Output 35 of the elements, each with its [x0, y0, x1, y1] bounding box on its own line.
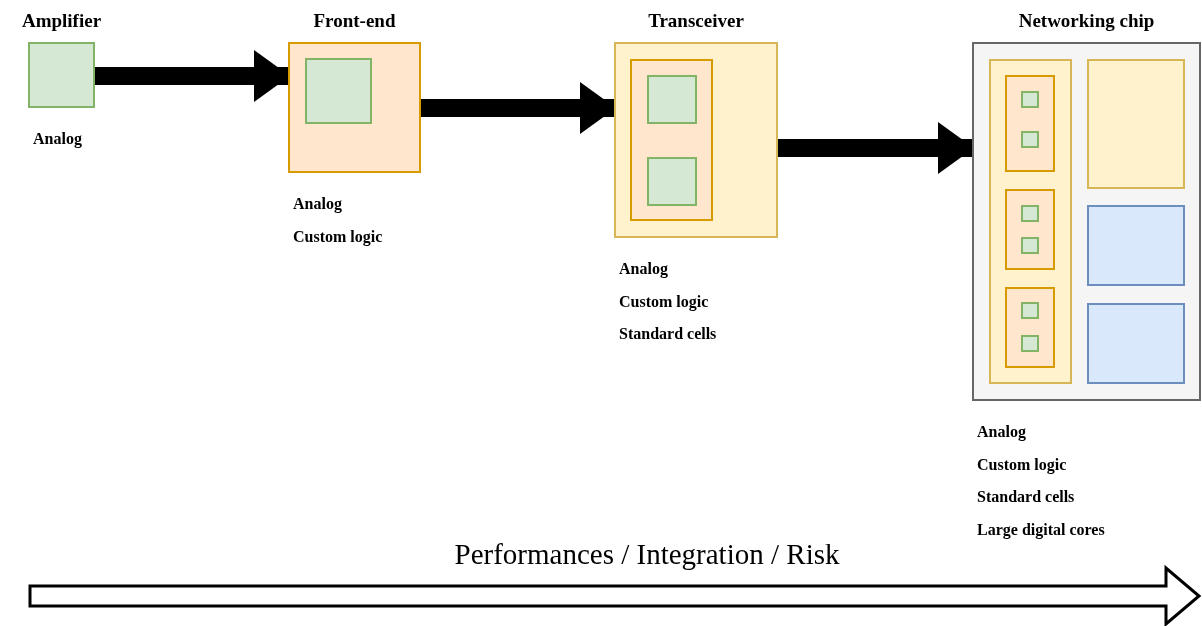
block-feature-label: Custom logic	[977, 455, 1067, 474]
nested-block	[1021, 302, 1039, 319]
nested-block	[1021, 205, 1039, 222]
nested-block	[647, 75, 697, 124]
block-feature-label: Custom logic	[619, 292, 709, 311]
nested-block	[1087, 303, 1185, 384]
block-feature-label: Standard cells	[977, 488, 1075, 506]
block-title: Networking chip	[1018, 10, 1155, 32]
nested-block	[1021, 335, 1039, 352]
block-feature-label: Analog	[619, 260, 668, 278]
nested-block	[1087, 59, 1185, 189]
block-feature-label: Analog	[293, 195, 342, 213]
block-feature-label: Standard cells	[619, 325, 717, 343]
block-title: Front-end	[313, 10, 396, 32]
nested-block	[1021, 131, 1039, 148]
arrow	[95, 50, 290, 102]
nested-block	[1021, 91, 1039, 108]
nested-block	[305, 58, 372, 124]
nested-block	[1005, 75, 1055, 172]
arrow	[421, 82, 616, 134]
nested-block	[1087, 205, 1185, 286]
nested-block	[989, 59, 1072, 384]
block-title: Transceiver	[648, 10, 744, 32]
nested-block	[1005, 287, 1055, 368]
block-feature-label: Analog	[977, 423, 1026, 441]
nested-block	[647, 157, 697, 206]
nested-block	[1021, 237, 1039, 254]
block-feature-label: Large digital cores	[977, 520, 1105, 539]
nested-block	[630, 59, 713, 221]
nested-block	[1005, 189, 1055, 270]
block-title: Amplifier	[21, 10, 102, 32]
arrow	[778, 122, 974, 174]
block-feature-label: Custom logic	[293, 227, 383, 246]
block-feature-label: Analog	[33, 130, 82, 148]
axis-caption: Performances / Integration / Risk	[454, 538, 840, 571]
